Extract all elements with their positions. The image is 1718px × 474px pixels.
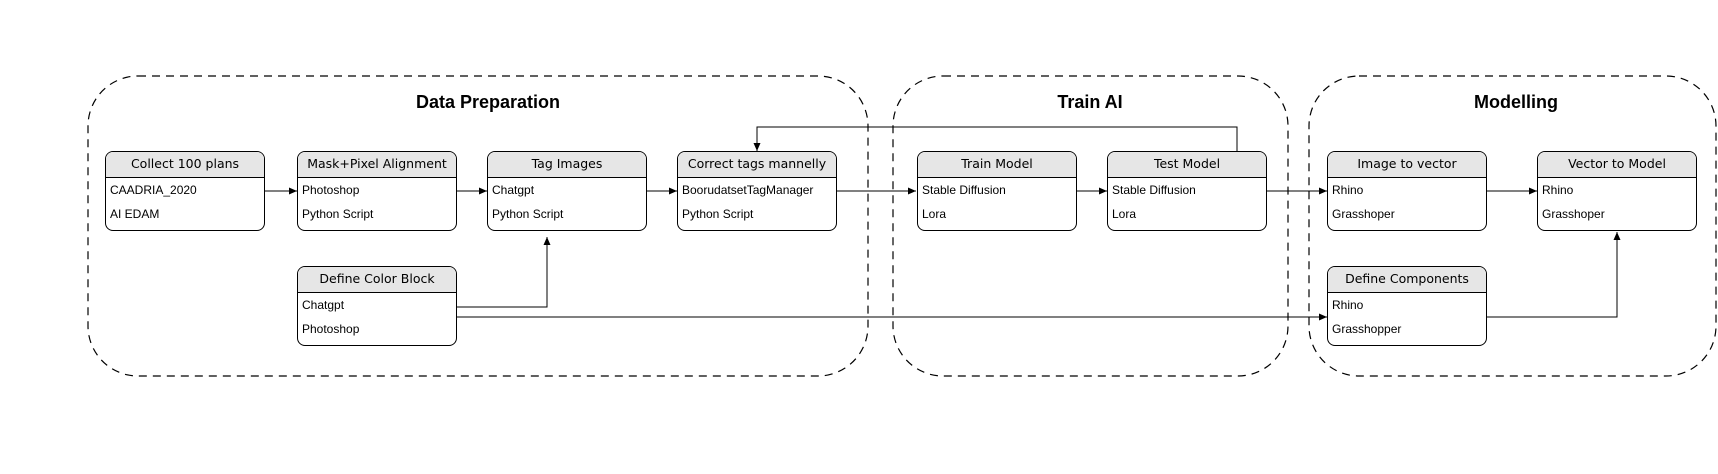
node-define-color-block[interactable]: Define Color Block Chatgpt Photoshop (297, 266, 457, 346)
node-define-components[interactable]: Define Components Rhino Grasshopper (1327, 266, 1487, 346)
node-item: Python Script (302, 207, 374, 221)
node-item: Rhino (1332, 298, 1364, 312)
node-item: Photoshop (302, 322, 360, 336)
node-mask-pixel-alignment[interactable]: Mask+Pixel Alignment Photoshop Python Sc… (297, 151, 457, 231)
node-item: Stable Diffusion (1112, 183, 1196, 197)
node-item: Rhino (1332, 183, 1364, 197)
node-item: Lora (922, 207, 947, 221)
group-title-modelling: Modelling (1474, 92, 1558, 112)
node-item: Python Script (682, 207, 754, 221)
node-title: Define Color Block (298, 267, 456, 293)
edge-components-to-vec2model (1487, 232, 1621, 318)
node-item: Grasshopper (1332, 322, 1402, 336)
edge-test-feedback-to-correct (753, 126, 1238, 151)
node-title: Tag Images (488, 152, 646, 178)
node-title: Train Model (918, 152, 1076, 178)
group-container-data-preparation (87, 75, 869, 377)
node-train-model[interactable]: Train Model Stable Diffusion Lora (917, 151, 1077, 231)
node-item: AI EDAM (110, 207, 160, 221)
node-item: CAADRIA_2020 (110, 183, 197, 197)
node-title: Define Components (1328, 267, 1486, 293)
group-container-train-ai (892, 75, 1289, 377)
node-vector-to-model[interactable]: Vector to Model Rhino Grasshoper (1537, 151, 1697, 231)
node-title: Test Model (1108, 152, 1266, 178)
node-title: Correct tags mannelly (678, 152, 836, 178)
node-item: Python Script (492, 207, 564, 221)
group-container-modelling (1308, 75, 1717, 377)
node-title: Image to vector (1328, 152, 1486, 178)
node-item: Grasshoper (1542, 207, 1605, 221)
node-item: Lora (1112, 207, 1137, 221)
edge-color-to-tag (457, 237, 551, 308)
node-item: Rhino (1542, 183, 1574, 197)
node-title: Vector to Model (1538, 152, 1696, 178)
node-title: Mask+Pixel Alignment (298, 152, 456, 178)
node-collect-plans[interactable]: Collect 100 plans CAADRIA_2020 AI EDAM (105, 151, 265, 231)
node-item: Chatgpt (492, 183, 535, 197)
group-title-data-preparation: Data Preparation (415, 92, 561, 112)
group-title-train-ai: Train AI (1057, 92, 1123, 112)
node-item: Stable Diffusion (922, 183, 1006, 197)
node-image-to-vector[interactable]: Image to vector Rhino Grasshoper (1327, 151, 1487, 231)
node-item: Chatgpt (302, 298, 345, 312)
node-item: Grasshoper (1332, 207, 1395, 221)
node-item: Photoshop (302, 183, 360, 197)
node-correct-tags[interactable]: Correct tags mannelly BoorudatsetTagMana… (677, 151, 837, 231)
node-item: BoorudatsetTagManager (682, 183, 814, 197)
node-tag-images[interactable]: Tag Images Chatgpt Python Script (487, 151, 647, 231)
node-title: Collect 100 plans (106, 152, 264, 178)
node-test-model[interactable]: Test Model Stable Diffusion Lora (1107, 151, 1267, 231)
